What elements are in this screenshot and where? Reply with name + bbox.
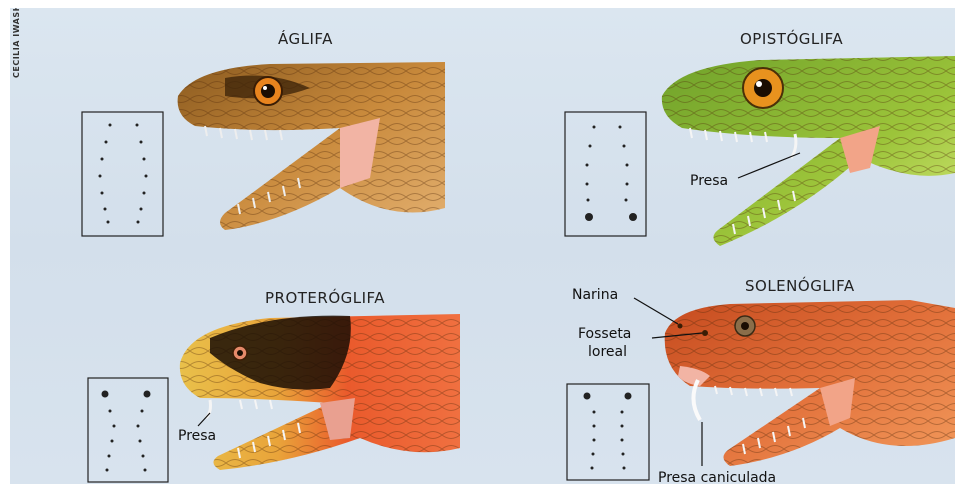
illustration-plate: CECILIA IWASHITA ÁGLIFA OPISTÓGLIFA PROT… — [10, 8, 955, 484]
snake-illustrations — [10, 8, 955, 484]
solenoglifa-snake-head — [634, 298, 955, 466]
proteroglifa-dentition-diagram — [88, 378, 168, 482]
proteroglifa-snake-head — [180, 314, 460, 470]
opistoglifa-dentition-diagram — [565, 112, 646, 236]
aglifa-snake-head — [178, 62, 445, 230]
aglifa-dentition-diagram — [82, 112, 163, 236]
opistoglifa-snake-head — [662, 56, 955, 246]
solenoglifa-dentition-diagram — [567, 384, 649, 480]
